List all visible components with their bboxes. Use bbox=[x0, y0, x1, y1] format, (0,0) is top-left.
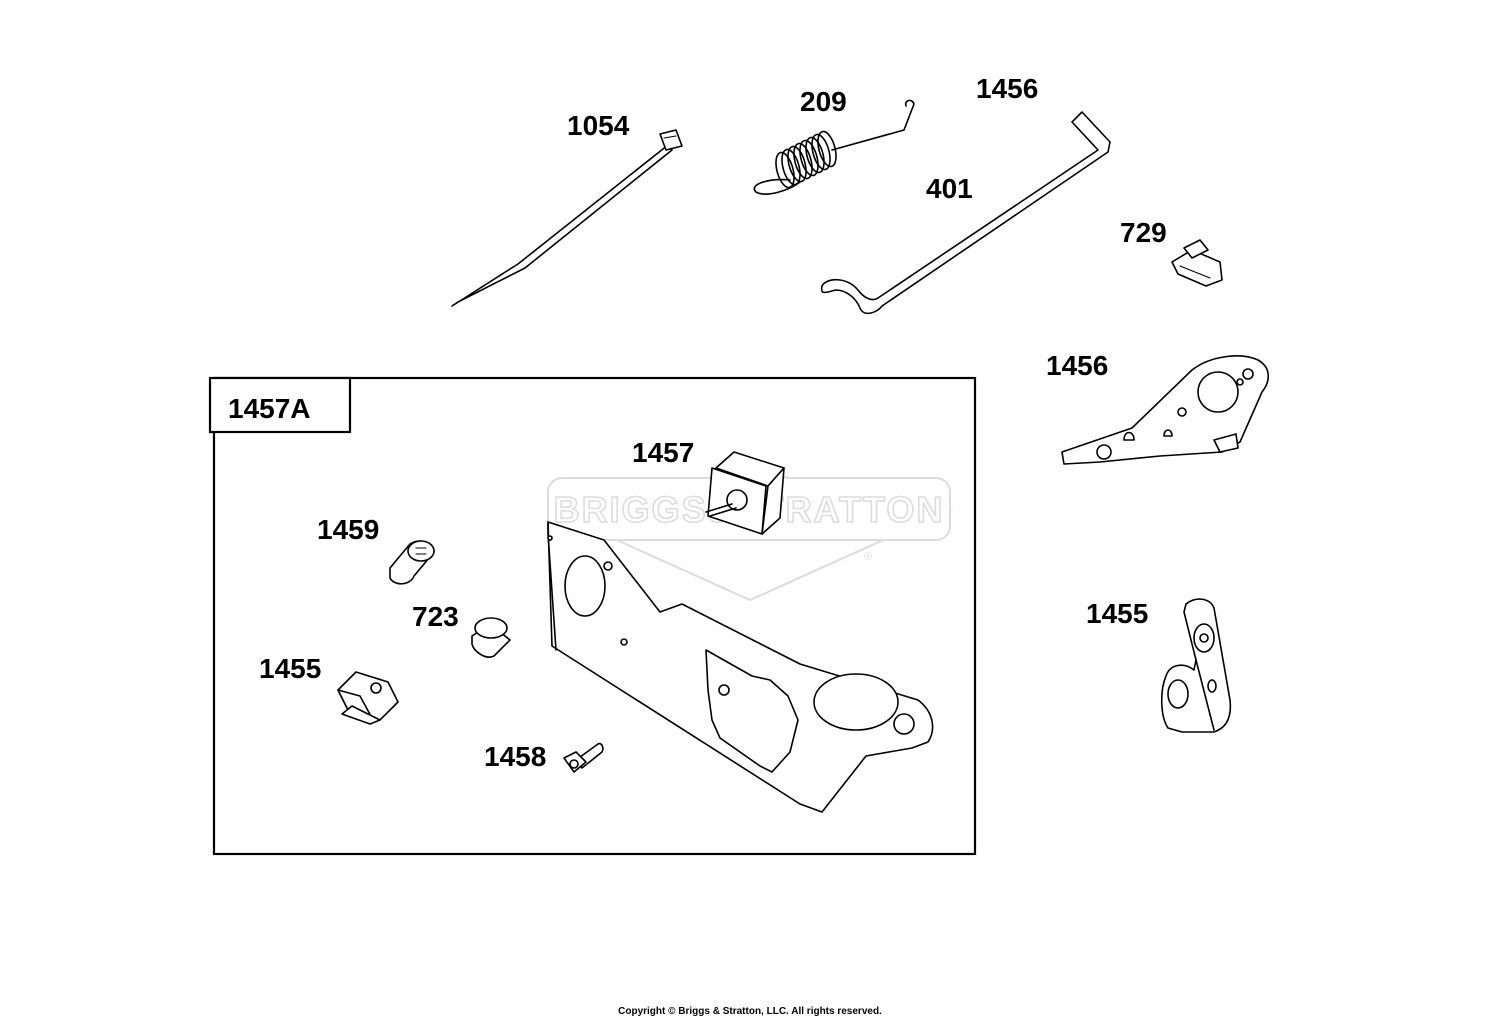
part-block-1455[interactable] bbox=[337, 671, 399, 725]
part-lever-right[interactable] bbox=[1160, 598, 1232, 733]
callout-1456-bracket: 1456 bbox=[1046, 350, 1108, 381]
kit-label-box bbox=[208, 376, 352, 434]
copyright-text: Copyright © Briggs & Stratton, LLC. All … bbox=[618, 1006, 882, 1017]
part-tie-strap[interactable] bbox=[451, 129, 683, 307]
watermark-registered: ® bbox=[864, 551, 872, 563]
callout-1458: 1458 bbox=[484, 741, 546, 772]
callout-1459: 1459 bbox=[317, 514, 379, 545]
callout-209: 209 bbox=[800, 86, 847, 117]
part-motor[interactable] bbox=[705, 451, 785, 535]
kit-box: 1457A bbox=[208, 376, 977, 856]
callout-1455-lever: 1455 bbox=[1086, 598, 1148, 629]
part-screw-1459[interactable] bbox=[389, 540, 435, 585]
callout-1456-rod: 1456 bbox=[976, 73, 1038, 104]
part-clip[interactable] bbox=[1171, 239, 1223, 287]
part-link-rod[interactable] bbox=[820, 111, 1111, 315]
callout-1455-block: 1455 bbox=[259, 653, 321, 684]
callout-1457: 1457 bbox=[632, 437, 694, 468]
part-kit-bracket[interactable] bbox=[547, 521, 934, 813]
part-bushing-723[interactable] bbox=[471, 617, 511, 658]
kit-label: 1457A bbox=[228, 393, 311, 424]
callout-401: 401 bbox=[926, 173, 973, 204]
part-bracket-right[interactable] bbox=[1061, 355, 1270, 465]
part-screw-1458[interactable] bbox=[563, 742, 604, 773]
callout-729: 729 bbox=[1120, 217, 1167, 248]
callout-1054: 1054 bbox=[567, 110, 630, 141]
callout-723: 723 bbox=[412, 601, 459, 632]
part-spring[interactable] bbox=[753, 99, 915, 195]
